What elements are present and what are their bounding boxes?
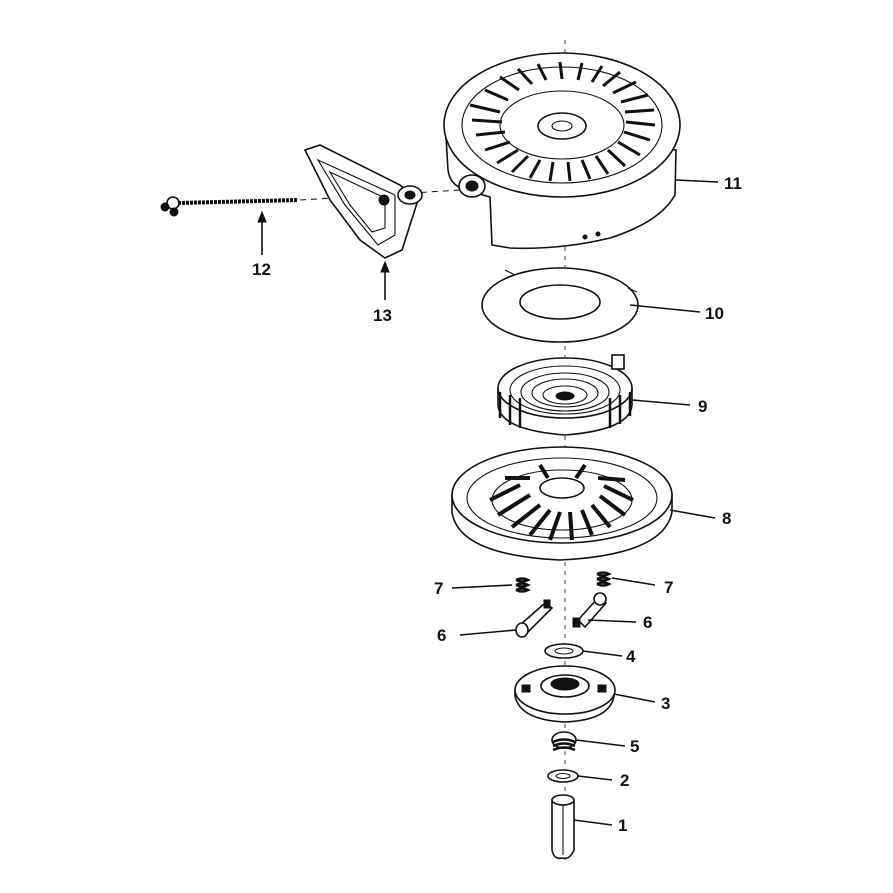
callout-9: 9 [698, 397, 707, 416]
part-4-washer [544, 643, 584, 659]
part-11-starter-housing [443, 52, 681, 250]
part-2-washer [547, 769, 579, 783]
part-8-pulley [451, 446, 673, 561]
part-3-retainer [514, 665, 616, 723]
callout-1: 1 [618, 816, 627, 835]
callout-labels: 11 10 9 8 7 7 6 6 4 3 5 2 1 12 13 [252, 174, 742, 835]
callout-7-right: 7 [664, 578, 673, 597]
part-9-recoil-spring [497, 354, 633, 436]
callout-7-left: 7 [434, 579, 443, 598]
part-6-right-pawl [572, 592, 608, 629]
leader-lines [257, 179, 719, 826]
callout-13: 13 [373, 306, 392, 325]
callout-6-right: 6 [643, 613, 652, 632]
callout-10: 10 [705, 304, 724, 323]
part-6-left-pawl [515, 599, 554, 638]
callout-5: 5 [630, 737, 639, 756]
callout-11: 11 [724, 174, 742, 193]
callout-12: 12 [252, 260, 271, 279]
callout-3: 3 [661, 694, 670, 713]
part-10-spring-cover-plate [481, 267, 639, 343]
callout-6-left: 6 [437, 626, 446, 645]
part-5-brake-spring [551, 731, 577, 752]
callout-8: 8 [722, 509, 731, 528]
part-13-starter-handle [303, 144, 423, 259]
part-7-right-spring [596, 571, 612, 587]
part-12-starter-rope [160, 196, 299, 217]
callout-2: 2 [620, 771, 629, 790]
callout-4: 4 [626, 647, 636, 666]
part-1-pin [551, 794, 575, 860]
part-7-left-spring [515, 577, 531, 593]
